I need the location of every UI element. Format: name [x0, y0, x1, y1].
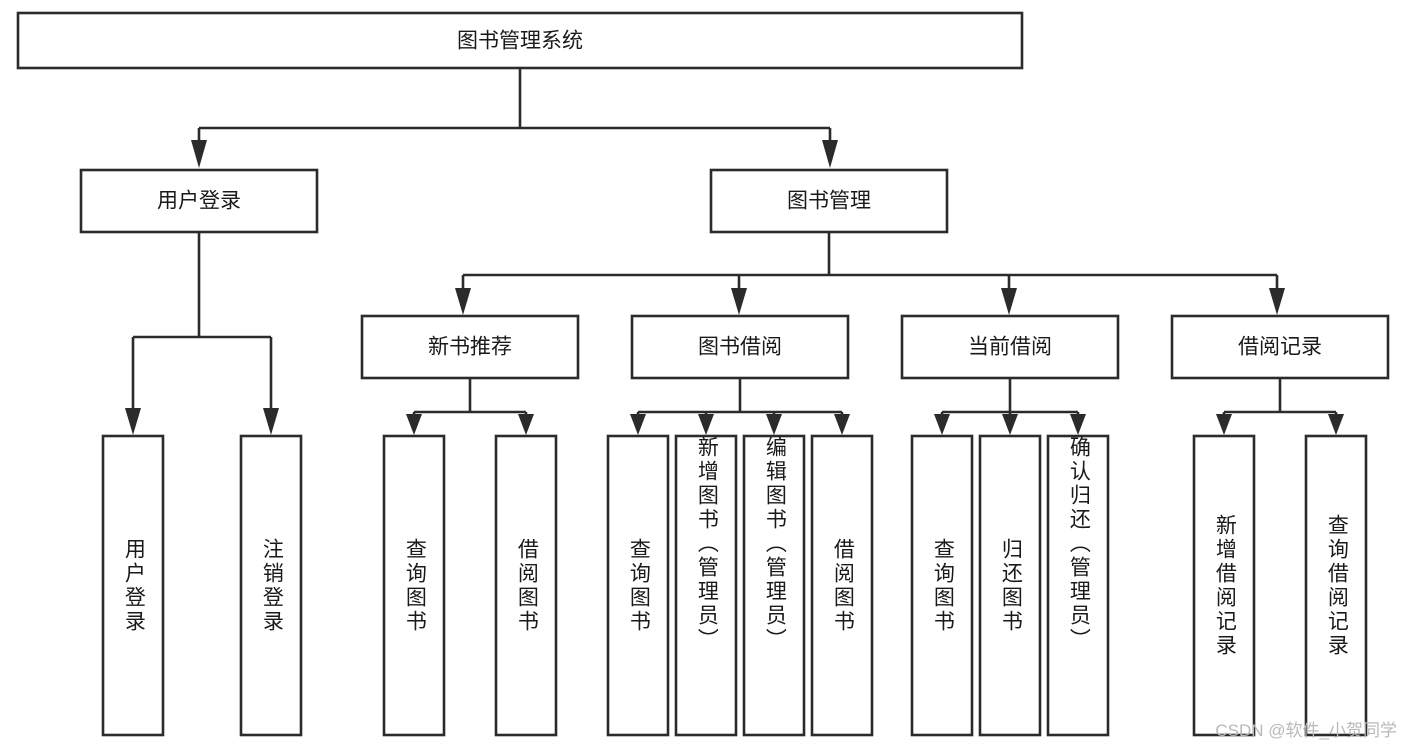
node-borrow-record-label: 借阅记录: [1238, 336, 1322, 359]
node-book-borrow-box[interactable]: [630, 314, 850, 380]
leaf-query-book-2-box[interactable]: [606, 434, 670, 737]
leaf-query-book-3-box[interactable]: [910, 434, 974, 737]
arrow-head-leaf-query-book-2-icon: [630, 414, 646, 435]
node-book-manage-label: 图书管理: [787, 190, 871, 213]
node-user-login-label: 用户登录: [157, 190, 241, 213]
node-new-book-recommend-label: 新书推荐: [428, 336, 512, 359]
arrow-head-current-borrow-icon: [1001, 288, 1017, 315]
arrow-head-leaf-user-login-icon: [125, 408, 141, 435]
arrow-head-leaf-query-book-3-icon: [934, 414, 950, 435]
leaf-logout-login-box[interactable]: [239, 434, 303, 737]
leaf-return-book-box[interactable]: [978, 434, 1042, 737]
leaf-add-book-box[interactable]: [674, 434, 738, 737]
arrow-head-leaf-return-book-icon: [1002, 414, 1018, 435]
leaf-borrow-book-2-box[interactable]: [810, 434, 874, 737]
leaf-confirm-return-box[interactable]: [1046, 434, 1110, 737]
node-root-box[interactable]: [16, 11, 1024, 70]
node-new-book-recommend-box[interactable]: [360, 314, 580, 380]
leaf-add-record-box[interactable]: [1192, 434, 1256, 737]
arrow-head-leaf-add-record-icon: [1216, 414, 1232, 435]
arrow-head-leaf-add-book-icon: [698, 414, 714, 435]
leaf-borrow-book-1-box[interactable]: [494, 434, 558, 737]
leaf-user-login-box[interactable]: [101, 434, 165, 737]
arrow-head-leaf-query-book-1-icon: [406, 414, 422, 435]
arrow-head-leaf-borrow-book-1-icon: [518, 414, 534, 435]
arrow-head-leaf-borrow-book-2-icon: [834, 414, 850, 435]
arrow-head-leaf-query-record-icon: [1328, 414, 1344, 435]
leaf-query-record-box[interactable]: [1304, 434, 1368, 737]
arrow-head-leaf-logout-login-icon: [263, 408, 279, 435]
arrow-head-leaf-edit-book-icon: [766, 414, 782, 435]
node-current-borrow-box[interactable]: [900, 314, 1120, 380]
arrow-head-leaf-confirm-return-icon: [1070, 414, 1086, 435]
node-root-label: 图书管理系统: [457, 30, 583, 53]
arrow-head-book-borrow-icon: [731, 288, 747, 315]
csdn-watermark: CSDN @软件_小贺同学: [1215, 721, 1397, 740]
node-borrow-record-box[interactable]: [1170, 314, 1390, 380]
arrow-head-new-book-recommend-icon: [455, 288, 471, 315]
node-current-borrow-label: 当前借阅: [968, 336, 1052, 359]
leaf-edit-book-box[interactable]: [742, 434, 806, 737]
arrow-head-borrow-record-icon: [1269, 288, 1285, 315]
arrow-head-book-manage-icon: [822, 140, 838, 168]
leaf-query-book-1-box[interactable]: [382, 434, 446, 737]
arrow-head-user-login-icon: [191, 140, 207, 168]
node-book-borrow-label: 图书借阅: [698, 336, 782, 359]
node-book-manage-box[interactable]: [709, 168, 949, 234]
